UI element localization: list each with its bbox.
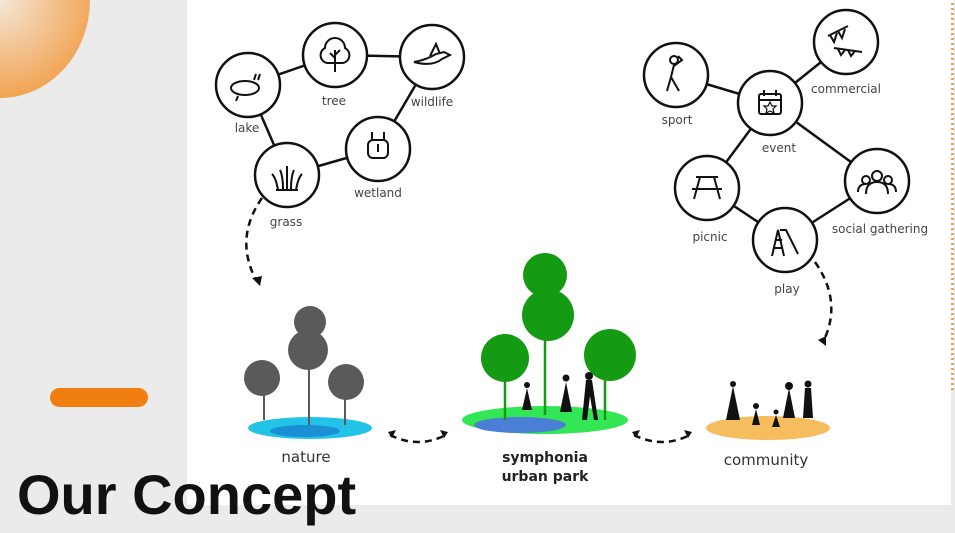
dashed-arrow-grass-to-nature xyxy=(245,197,264,281)
dashed-arrow-park-community xyxy=(633,433,691,444)
node-label: wildlife xyxy=(411,95,453,109)
wetland-icon xyxy=(367,132,389,159)
nature-node-labels: lake tree wildlife wetland grass xyxy=(235,94,453,229)
group-icon xyxy=(857,170,897,195)
node-label: lake xyxy=(235,121,260,135)
concept-diagram: lake tree wildlife wetland grass sport e… xyxy=(214,8,929,485)
node-label: commercial xyxy=(811,82,881,96)
lake-node xyxy=(214,51,282,119)
node-label: sport xyxy=(662,113,693,127)
lake-icon xyxy=(230,73,261,102)
dashed-arrow-nature-park xyxy=(389,433,447,444)
community-label: community xyxy=(724,451,809,469)
slide-title: Our Concept xyxy=(17,463,357,526)
picnic-table-icon xyxy=(692,176,722,200)
decorative-stripe xyxy=(951,0,954,390)
bunting-icon xyxy=(827,25,863,58)
node-label: social gathering xyxy=(832,222,928,236)
nature-scene xyxy=(244,306,372,439)
node-label: picnic xyxy=(692,230,727,244)
play-node xyxy=(751,206,819,274)
community-scene xyxy=(706,380,830,440)
nature-label: nature xyxy=(281,448,330,466)
commercial-node xyxy=(812,8,880,76)
dashed-arrow-play-to-community xyxy=(813,261,833,343)
community-node-labels: sport event commercial picnic social gat… xyxy=(662,82,929,296)
calendar-star-icon xyxy=(758,90,782,115)
sport-icon xyxy=(666,55,684,92)
node-label: wetland xyxy=(354,186,402,200)
accent-bar xyxy=(50,388,148,407)
bird-icon xyxy=(413,41,453,65)
node-label: tree xyxy=(322,94,346,108)
sport-node xyxy=(642,41,710,109)
node-label: grass xyxy=(270,215,302,229)
slide-icon xyxy=(771,229,799,257)
node-label: event xyxy=(762,141,796,155)
node-label: play xyxy=(774,282,799,296)
park-label-line1: symphonia xyxy=(502,450,588,466)
park-label-line2: urban park xyxy=(502,469,590,485)
park-scene xyxy=(462,253,636,434)
tree-icon xyxy=(319,37,351,72)
grass-icon xyxy=(271,166,303,191)
